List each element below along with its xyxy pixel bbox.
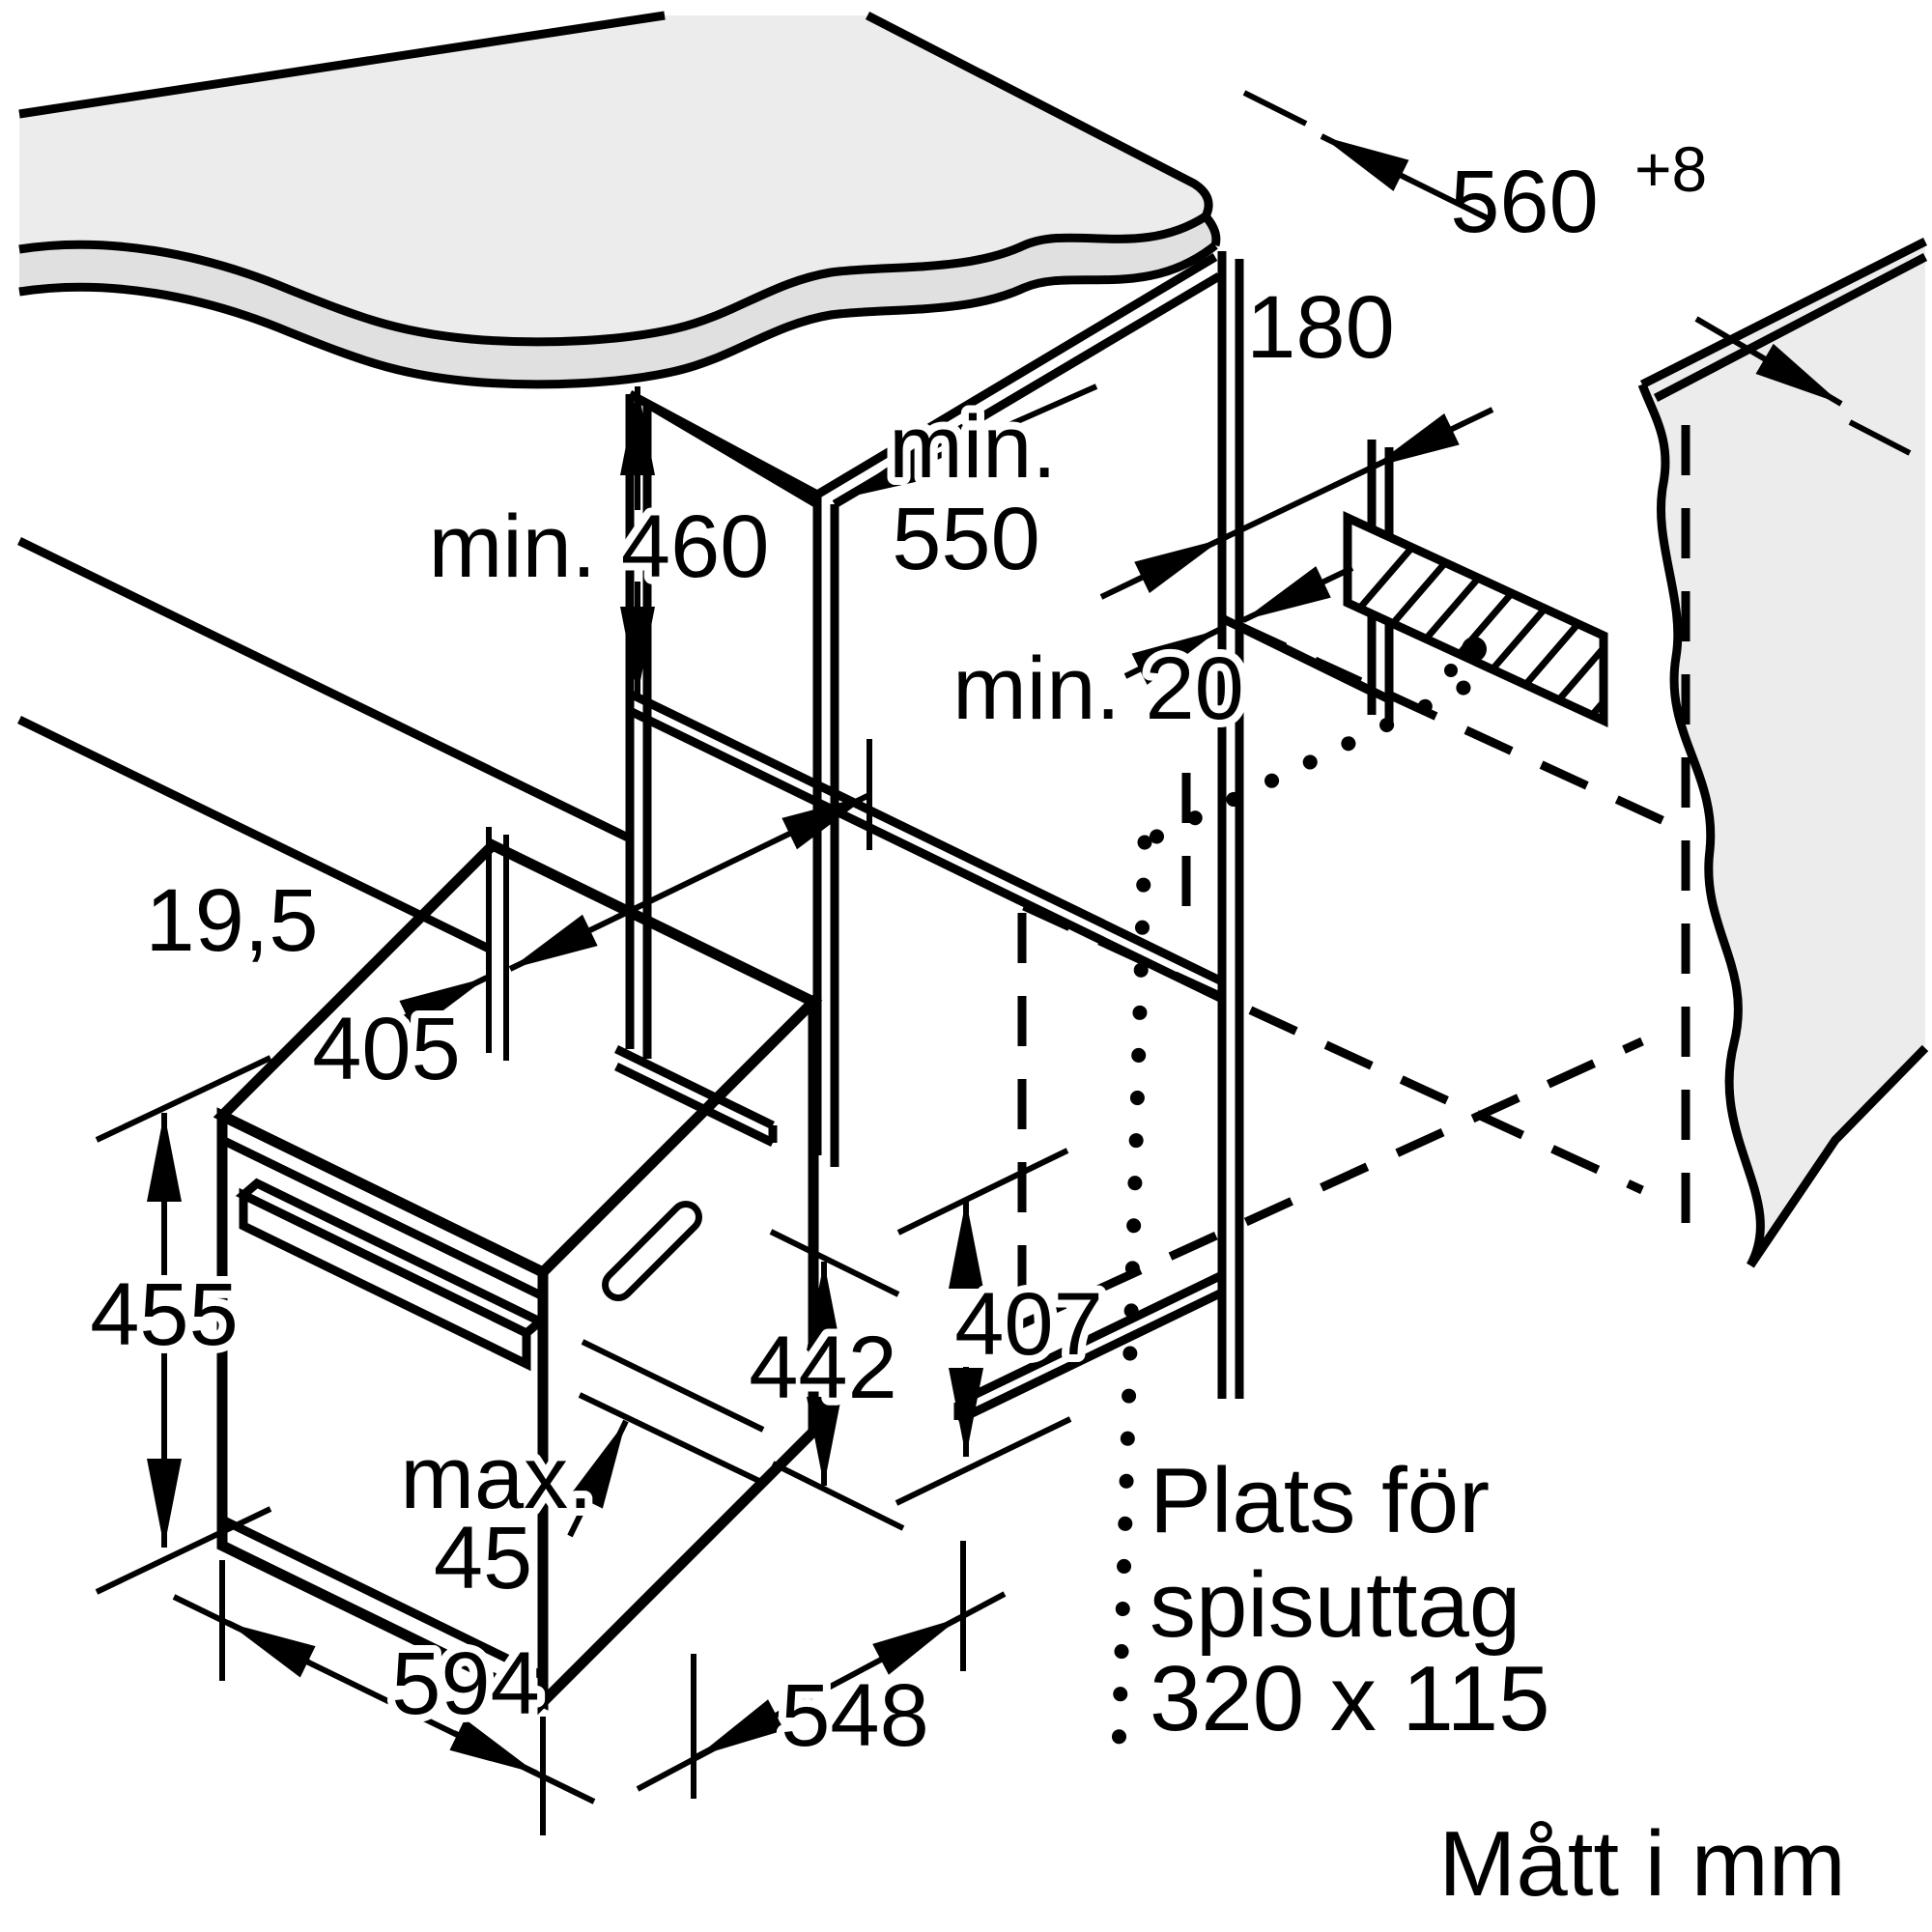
label-niche-width: 560 [1450,153,1599,251]
label-niche-height: min. 460 [429,497,770,596]
label-top-inset: 405 [312,1000,461,1098]
label-rear-offset: 180 [1246,278,1395,377]
dim-min-20 [1123,565,1354,685]
dim-max-45 [567,1339,765,1538]
dim-19-5-and-405 [342,739,872,1061]
label-oven-body-height: 442 [749,1319,897,1417]
socket-dot-small [1444,664,1458,677]
label-oven-width: 594 [391,1634,540,1733]
countertop [18,11,1221,389]
dim-407 [895,1148,1072,1506]
dim-442 [769,1229,905,1531]
label-handle-max-value: 45 [434,1509,532,1607]
countertop-top-surface [19,15,1209,342]
oven-front-face [216,1107,549,1711]
label-rear-gap: min. 20 [952,639,1244,738]
label-niche-depth-value: 550 [892,490,1040,588]
label-niche-depth-word: min. [889,398,1057,497]
niche-projection-dashed [1017,621,1683,1330]
dim-548 [636,1541,1007,1799]
dim-455 [95,1055,272,1595]
dim-560-8 [1242,90,1912,456]
oven-handle-top [235,1178,549,1339]
socket-note-line2: spisuttag [1150,1553,1520,1657]
socket-note-line1: Plats för [1150,1449,1490,1552]
wall-panel [1637,237,1929,1268]
oven-vent-slot-inner [609,1208,696,1294]
socket-note-line3: 320 x 115 [1150,1647,1550,1750]
label-front-overhang: 19,5 [145,871,318,970]
label-niche-width-tolerance: +8 [1634,133,1707,205]
dim-180 [1099,407,1494,600]
label-oven-front-height: 455 [90,1265,239,1364]
background-reference-lines [17,536,632,953]
label-niche-side-height: 407 [954,1275,1103,1374]
unit-note: Mått i mm [1438,1812,1845,1916]
dim-min-550 [840,384,1098,501]
dim-594 [172,1560,596,1835]
label-handle-max-word: max. [400,1429,592,1527]
socket-note: Plats för spisuttag 320 x 115 [1150,1449,1550,1750]
label-oven-depth: 548 [781,1666,929,1765]
socket-leader-dotted [1111,680,1471,1761]
socket-dot-large [1462,637,1487,662]
wall-panel-surface [1642,242,1925,1265]
